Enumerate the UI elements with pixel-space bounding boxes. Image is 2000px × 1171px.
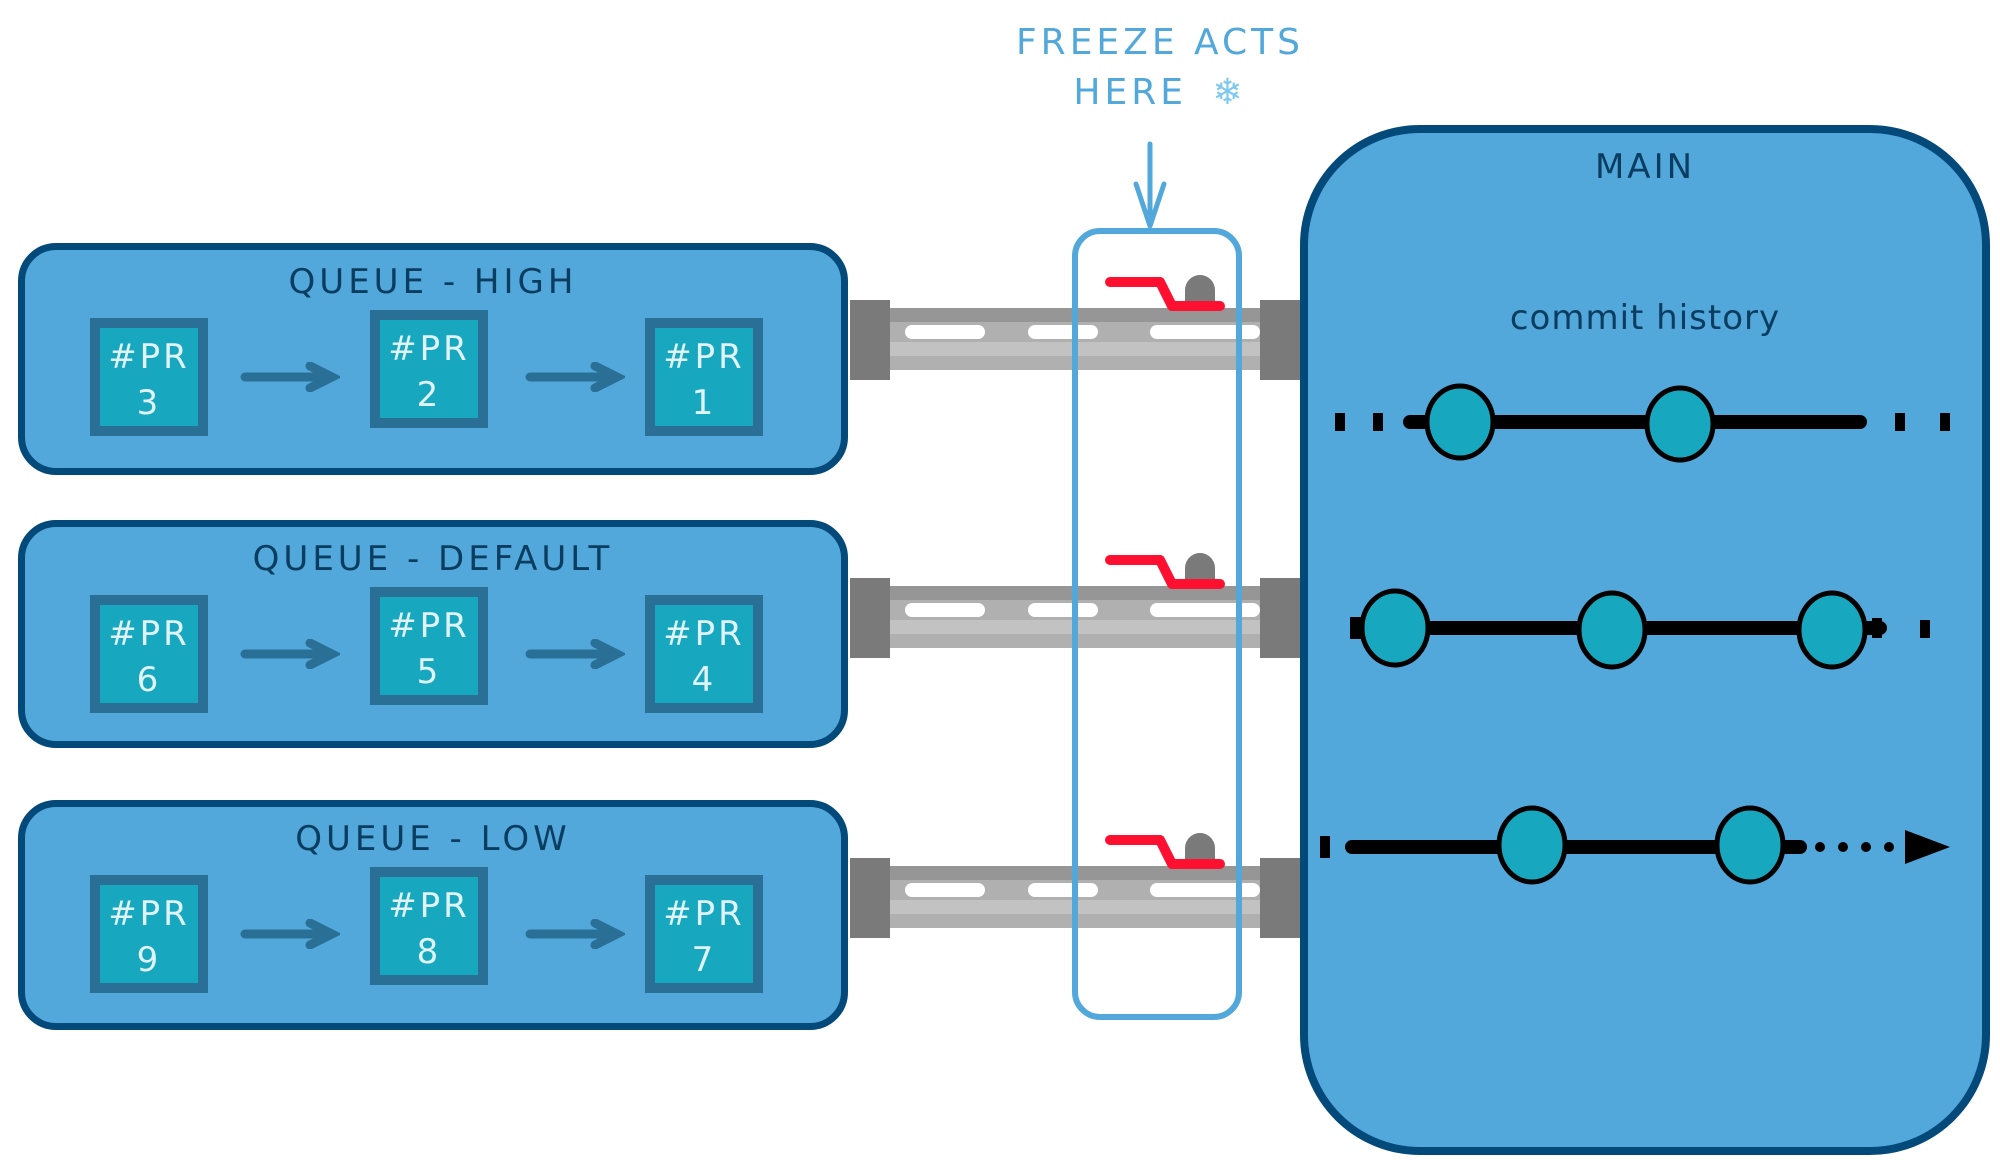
pr-number: 1 bbox=[691, 383, 717, 423]
pr-number: 8 bbox=[416, 932, 442, 972]
snowflake-icon: ❄ bbox=[1212, 72, 1247, 113]
queue-arrow-icon bbox=[525, 639, 625, 669]
pr-card[interactable]: #PR 7 bbox=[645, 875, 763, 993]
pr-number: 7 bbox=[691, 940, 717, 980]
queue-arrow-icon bbox=[240, 362, 340, 392]
queue-low: QUEUE - LOW #PR 9 #PR 8 #PR 7 bbox=[18, 800, 848, 1030]
pr-card[interactable]: #PR 1 bbox=[645, 318, 763, 436]
freeze-pointer-arrow bbox=[1133, 141, 1167, 229]
pr-card[interactable]: #PR 9 bbox=[90, 875, 208, 993]
valve-handle-icon[interactable] bbox=[1105, 277, 1225, 311]
valve-body bbox=[1185, 833, 1215, 866]
valve-body bbox=[1185, 275, 1215, 308]
queue-arrow-icon bbox=[240, 639, 340, 669]
queue-arrow-icon bbox=[525, 362, 625, 392]
queue-title: QUEUE - LOW bbox=[295, 819, 571, 859]
pr-number: 3 bbox=[136, 383, 162, 423]
pr-label: #PR bbox=[388, 886, 470, 926]
pr-label: #PR bbox=[388, 606, 470, 646]
pr-label: #PR bbox=[108, 894, 190, 934]
pr-card[interactable]: #PR 4 bbox=[645, 595, 763, 713]
pr-label: #PR bbox=[663, 894, 745, 934]
queue-high: QUEUE - HIGH #PR 3 #PR 2 #PR 1 bbox=[18, 243, 848, 475]
valve-handle-icon[interactable] bbox=[1105, 835, 1225, 869]
pr-label: #PR bbox=[108, 337, 190, 377]
queue-title: QUEUE - DEFAULT bbox=[252, 539, 614, 579]
queue-default: QUEUE - DEFAULT #PR 6 #PR 5 #PR 4 bbox=[18, 520, 848, 748]
pr-number: 6 bbox=[136, 660, 162, 700]
queue-arrow-icon bbox=[240, 919, 340, 949]
queue-title: QUEUE - HIGH bbox=[288, 262, 578, 302]
pr-number: 4 bbox=[691, 660, 717, 700]
valve-handle-icon[interactable] bbox=[1105, 555, 1225, 589]
pr-label: #PR bbox=[663, 614, 745, 654]
pr-label: #PR bbox=[663, 337, 745, 377]
pr-card[interactable]: #PR 8 bbox=[370, 867, 488, 985]
pr-number: 9 bbox=[136, 940, 162, 980]
main-branch: MAIN commit history bbox=[1300, 125, 1990, 1155]
freeze-label-line2: HERE bbox=[1073, 72, 1187, 113]
pr-card[interactable]: #PR 3 bbox=[90, 318, 208, 436]
pr-label: #PR bbox=[108, 614, 190, 654]
pr-card[interactable]: #PR 5 bbox=[370, 587, 488, 705]
freeze-label-line2-row: HERE ❄ bbox=[980, 68, 1340, 118]
pr-number: 2 bbox=[416, 375, 442, 415]
freeze-label: FREEZE ACTS HERE ❄ bbox=[980, 18, 1340, 118]
queue-arrow-icon bbox=[525, 919, 625, 949]
pr-number: 5 bbox=[416, 652, 442, 692]
pr-card[interactable]: #PR 6 bbox=[90, 595, 208, 713]
pr-label: #PR bbox=[388, 329, 470, 369]
valve-body bbox=[1185, 553, 1215, 586]
freeze-label-line1: FREEZE ACTS bbox=[1015, 22, 1305, 63]
main-title: MAIN bbox=[1594, 147, 1696, 187]
commit-history-label: commit history bbox=[1509, 298, 1781, 338]
pr-card[interactable]: #PR 2 bbox=[370, 310, 488, 428]
freeze-zone bbox=[1072, 228, 1242, 1020]
